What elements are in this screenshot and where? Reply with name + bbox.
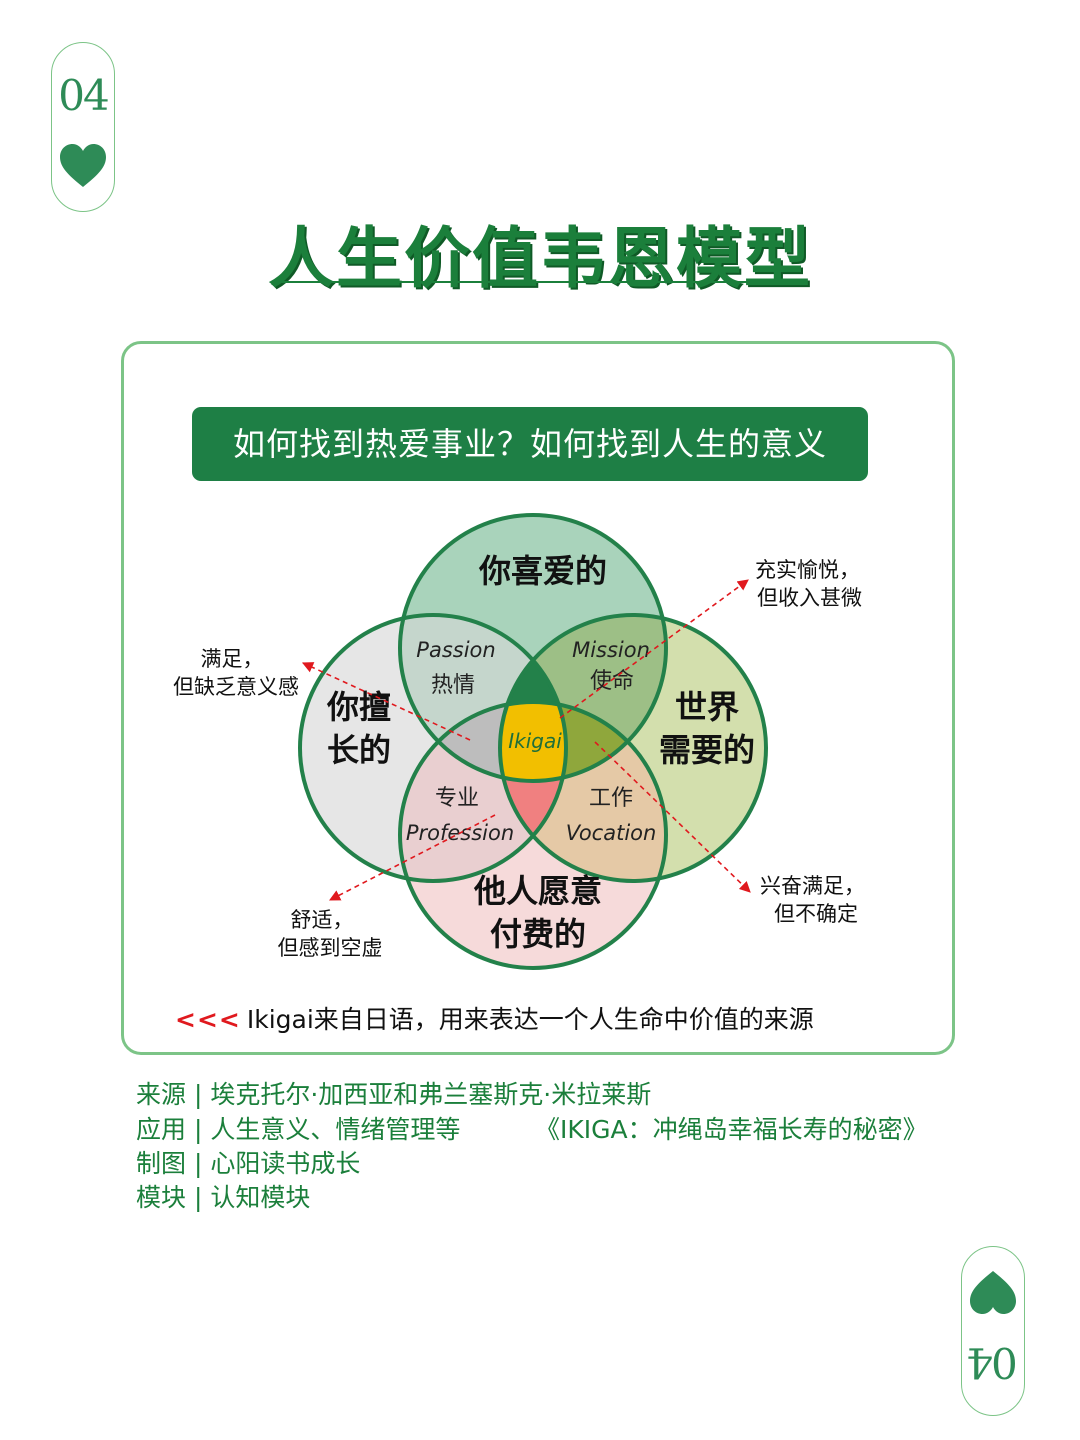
label-passion-en: Passion [416,638,495,662]
label-passion-cn: 热情 [431,673,475,698]
label-good-at-2: 长的 [327,731,391,769]
title-underline [278,281,796,283]
heart-icon [970,1271,1016,1314]
label-world-needs-2: 需要的 [659,731,755,769]
annotation-bottom-right-2: 但不确定 [774,902,858,926]
heart-icon [60,144,106,187]
annotation-bottom-left-2: 但感到空虚 [278,936,383,960]
arrow-bottom-left [329,814,496,901]
arrow-top-right [559,579,749,719]
footnote: <<<Ikigai来自日语，用来表达一个人生命中价值的来源 [175,1000,814,1036]
annotation-top-right-1: 充实愉悦， [755,558,860,582]
footnote-text: Ikigai来自日语，用来表达一个人生命中价值的来源 [246,1005,814,1034]
page-title: 人生价值韦恩模型 [268,220,812,297]
info-module: 模块 | 认知模块 [136,1183,311,1212]
info-application: 应用 | 人生意义、情绪管理等 [136,1115,461,1144]
label-profession-cn: 专业 [435,786,479,811]
question-banner: 如何找到热爱事业？如何找到人生的意义 [192,407,868,481]
label-paid-for-2: 付费的 [490,915,586,953]
corner-card-top: 04 [51,42,115,212]
label-good-at-1: 你擅 [326,688,391,726]
page-number: 04 [58,71,109,120]
annotation-bottom-left-1: 舒适， [291,908,354,932]
annotation-left-2: 但缺乏意义感 [173,675,299,699]
label-paid-for-1: 他人愿意 [473,872,602,910]
info-source: 来源 | 埃克托尔·加西亚和弗兰塞斯克·米拉莱斯 [136,1080,652,1109]
info-maker: 制图 | 心阳读书成长 [136,1149,361,1178]
label-love: 你喜爱的 [478,552,607,590]
arrow-left [301,662,471,741]
label-vocation-cn: 工作 [589,786,633,811]
corner-card-bottom: 04 [961,1246,1025,1416]
footnote-arrows: <<< [175,1005,241,1034]
info-book: 《IKIGA：冲绳岛幸福长寿的秘密》 [535,1115,928,1144]
annotation-bottom-right-1: 兴奋满足， [760,874,865,898]
label-mission-en: Mission [572,638,650,662]
annotation-left-1: 满足， [201,647,264,671]
label-world-needs-1: 世界 [675,688,739,726]
annotation-top-right-2: 但收入甚微 [757,586,862,610]
label-center-ikigai: Ikigai [508,729,562,753]
label-vocation-en: Vocation [566,821,657,845]
